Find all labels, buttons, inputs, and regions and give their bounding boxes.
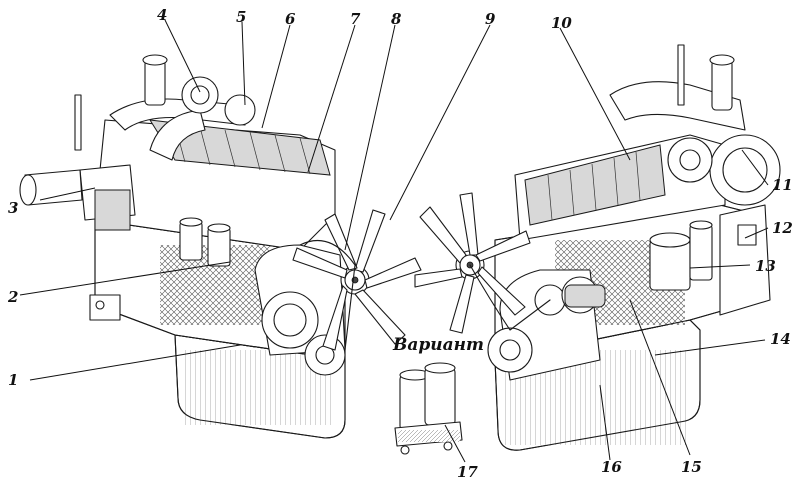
leader-12 — [744, 227, 769, 239]
callout-16: 16 — [601, 458, 622, 476]
callout-17: 17 — [457, 463, 478, 481]
leader-lines — [19, 19, 769, 463]
variant-filter-drawing — [394, 362, 463, 455]
callout-6: 6 — [285, 10, 296, 28]
callout-2: 2 — [7, 288, 18, 306]
leader-1 — [29, 344, 241, 381]
callout-11: 11 — [772, 176, 793, 194]
callout-3: 3 — [8, 199, 18, 217]
callout-14: 14 — [770, 330, 791, 348]
leader-16 — [599, 384, 611, 461]
callout-15: 15 — [681, 458, 702, 476]
leader-17 — [444, 424, 466, 463]
leader-11 — [741, 149, 769, 186]
leader-9 — [389, 24, 491, 221]
leader-7 — [307, 24, 356, 173]
variant-label: Вариант — [392, 335, 484, 355]
leader-5 — [241, 21, 246, 106]
left-engine-drawing — [19, 54, 422, 439]
callout-12: 12 — [772, 219, 793, 237]
leader-15 — [629, 299, 691, 456]
callout-numbers: 1 2 3 4 5 6 7 8 9 10 11 12 13 14 15 16 1… — [7, 6, 793, 481]
leader-4 — [164, 19, 201, 93]
callout-4: 4 — [157, 6, 167, 24]
callout-5: 5 — [236, 8, 246, 26]
callout-8: 8 — [391, 10, 402, 28]
leader-14 — [654, 339, 766, 356]
callout-9: 9 — [485, 10, 496, 28]
right-engine-drawing — [414, 44, 781, 451]
callout-10: 10 — [551, 14, 572, 32]
callout-1: 1 — [8, 371, 18, 389]
leader-10 — [559, 27, 631, 161]
leader-13 — [689, 264, 751, 269]
leader-2 — [19, 261, 231, 296]
leader-3 — [39, 187, 96, 201]
leader-8 — [344, 24, 396, 251]
callout-13: 13 — [755, 257, 776, 275]
leader-6 — [261, 24, 291, 129]
callout-7: 7 — [350, 10, 361, 28]
